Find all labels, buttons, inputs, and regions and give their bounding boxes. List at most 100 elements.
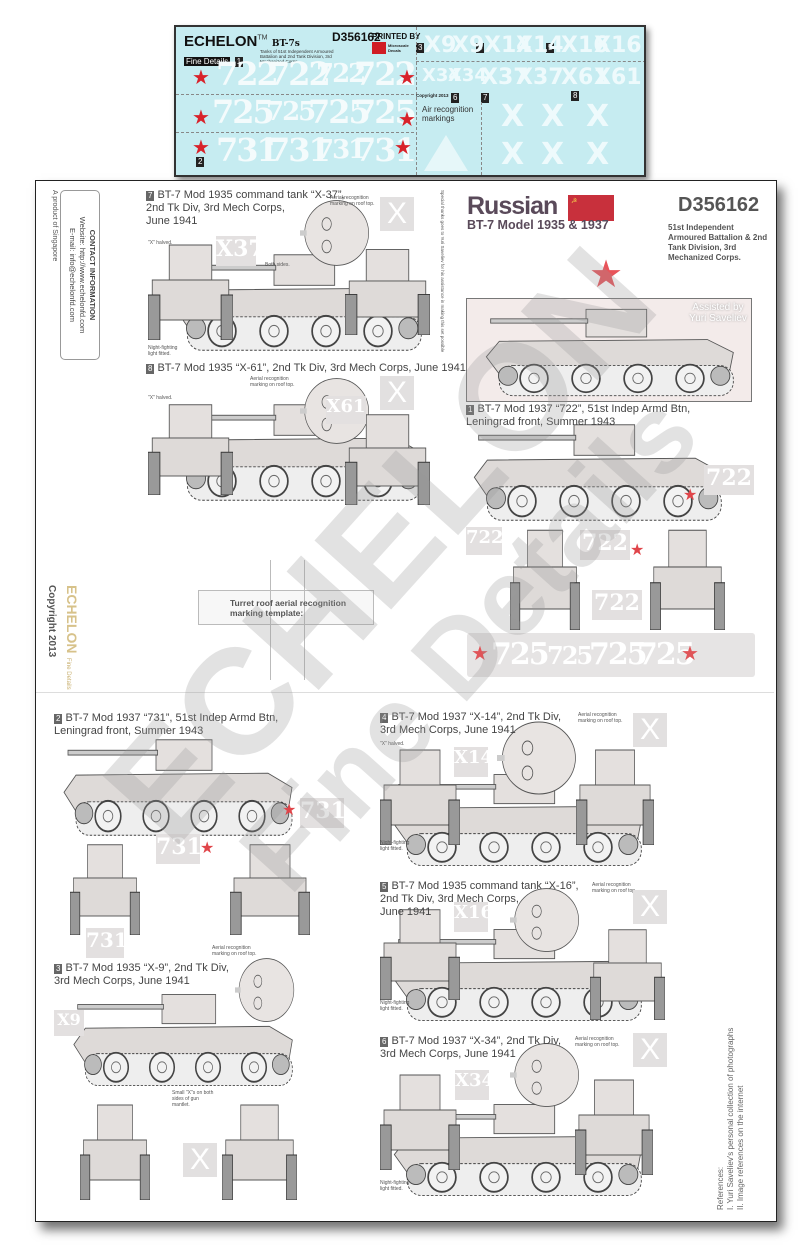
decal-number: 1 bbox=[234, 57, 244, 67]
decal-number: 3 bbox=[416, 43, 425, 53]
air-recognition-triangle bbox=[424, 135, 468, 171]
marking-731: 731 bbox=[156, 834, 202, 864]
template-label: Turret roof aerial recognition marking t… bbox=[230, 598, 347, 618]
decal-731: 731 bbox=[216, 131, 279, 169]
hammer-sickle-icon: ☭ bbox=[571, 198, 578, 205]
strip-number: 725 bbox=[491, 637, 550, 672]
marking-x37: X37 bbox=[216, 236, 264, 266]
tank-front-view bbox=[345, 249, 430, 335]
references-title: References: bbox=[716, 1166, 725, 1210]
decal-x9: X9 bbox=[424, 33, 457, 58]
scheme-text: BT-7 Mod 1937 “X-34”, 2nd Tk Div, 3rd Me… bbox=[380, 1035, 562, 1060]
red-star-icon: ★ bbox=[398, 67, 416, 89]
scheme-text: BT-7 Mod 1937 “X-14”, 2nd Tk Div, 3rd Me… bbox=[380, 711, 562, 736]
scheme-text: BT-7 Mod 1935 command tank “X-16”, 2nd T… bbox=[380, 880, 579, 918]
note-x-halved: "X" halved. bbox=[148, 240, 173, 246]
tank-front-view bbox=[380, 1074, 460, 1170]
marking-722: 722 bbox=[466, 527, 504, 555]
marking-x16: X16 bbox=[454, 902, 493, 932]
decal-x-large: X bbox=[501, 137, 525, 172]
tank-side-view bbox=[63, 739, 293, 836]
strip-number: 725 bbox=[589, 637, 648, 672]
scheme-text: BT-7 Mod 1935 command tank “X-37”, 2nd T… bbox=[146, 189, 345, 227]
header-code: D356162 bbox=[678, 194, 760, 216]
contact-box: CONTACT INFORMATION Website: http://www.… bbox=[60, 190, 100, 360]
decal-number: 4 bbox=[476, 43, 485, 53]
cut-line bbox=[176, 94, 414, 95]
reference-item: II. Image references on the internet bbox=[736, 1085, 745, 1210]
red-star-icon: ★ bbox=[471, 643, 489, 665]
red-star-icon: ★ bbox=[192, 67, 210, 89]
decal-725: 725 bbox=[354, 93, 417, 131]
references: References: I. Yuri Saveliev's personal … bbox=[716, 1028, 746, 1210]
printer-name: Microscale Decals bbox=[388, 43, 409, 53]
marking-731: 731 bbox=[300, 798, 346, 828]
marking-x34: X34 bbox=[455, 1070, 494, 1100]
note-x-halved: "X" halved. bbox=[148, 395, 173, 401]
red-star-icon: ★ bbox=[630, 542, 645, 559]
decal-x61: X61 bbox=[594, 65, 642, 90]
decal-x-large: X bbox=[541, 137, 565, 172]
decal-x9: X9 bbox=[452, 33, 485, 58]
note-aerial: Aerial recognition marking on roof top. bbox=[330, 195, 375, 207]
tank-front-view bbox=[80, 1104, 150, 1200]
x-marking: X bbox=[633, 1033, 667, 1067]
decal-x61: X61 bbox=[561, 65, 609, 90]
turret-top-view bbox=[497, 721, 576, 795]
tank-front-view bbox=[380, 749, 460, 845]
turret-top-view bbox=[510, 1043, 579, 1107]
tank-front-view bbox=[576, 749, 654, 845]
copyright-brand: ECHELON bbox=[64, 585, 80, 654]
decal-code: D356162 bbox=[332, 30, 381, 44]
marking-x14: X14 bbox=[454, 747, 493, 777]
decal-x16: X16 bbox=[561, 33, 609, 58]
marking-731: 731 bbox=[86, 928, 128, 958]
decal-722: 722 bbox=[354, 55, 417, 93]
contact-website[interactable]: Website: http://www.echelonfd.com bbox=[78, 216, 87, 334]
marking-722: 722 bbox=[592, 590, 642, 620]
x-marking: X bbox=[183, 1143, 217, 1177]
decal-x14: X14 bbox=[516, 33, 564, 58]
scheme-text: BT-7 Mod 1935 “X-9”, 2nd Tk Div, 3rd Mec… bbox=[54, 962, 229, 987]
note-night: Night-fighting light fitted. bbox=[380, 840, 410, 852]
header-subtitle: BT-7 Model 1935 & 1937 bbox=[467, 218, 609, 232]
contact-email[interactable]: E-mail: info@echelonfd.com bbox=[68, 228, 77, 322]
decal-number: 5 bbox=[546, 43, 555, 53]
tank-front-view bbox=[590, 929, 665, 1020]
red-star-icon: ★ bbox=[282, 802, 297, 819]
contact-origin: A product of Singapore bbox=[51, 190, 58, 262]
scheme-number: 2 bbox=[54, 714, 63, 724]
decal-number: 2 bbox=[196, 157, 205, 167]
contact-title: CONTACT INFORMATION bbox=[88, 229, 97, 321]
turret-top-view bbox=[300, 200, 369, 266]
reference-item: I. Yuri Saveliev's personal collection o… bbox=[726, 1027, 735, 1210]
printed-by: PRINTED BY bbox=[372, 32, 421, 41]
decal-722: 722 bbox=[216, 55, 279, 93]
x-marking: X bbox=[633, 890, 667, 924]
scheme-text: BT-7 Mod 1935 “X-61”, 2nd Tk Div, 3rd Me… bbox=[157, 362, 466, 374]
decal-copyright: Copyright 2013 bbox=[416, 93, 449, 98]
decal-x-large: X bbox=[541, 99, 565, 134]
fold-line bbox=[36, 692, 774, 693]
red-star-icon: ★ bbox=[192, 137, 210, 159]
scheme-number: 4 bbox=[380, 713, 389, 723]
template-box bbox=[198, 590, 374, 625]
x-marking: X bbox=[633, 713, 667, 747]
strip-number: 725 bbox=[547, 641, 593, 670]
tank-front-view bbox=[148, 244, 233, 340]
decal-722: 722 bbox=[316, 59, 366, 89]
turret-top-view bbox=[510, 888, 579, 952]
marking-722: 722 bbox=[580, 530, 630, 560]
printer-logo bbox=[372, 42, 386, 54]
air-recognition-label: Air recognition markings bbox=[422, 105, 474, 123]
decal-x34: X34 bbox=[422, 65, 461, 86]
tank-front-view bbox=[222, 1104, 297, 1200]
decal-x-large: X bbox=[586, 137, 610, 172]
thanks-note: Special thanks goes to Yuri Saveliev for… bbox=[440, 190, 445, 353]
red-star-icon: ★ bbox=[398, 109, 416, 131]
scheme-number: 6 bbox=[380, 1037, 389, 1047]
